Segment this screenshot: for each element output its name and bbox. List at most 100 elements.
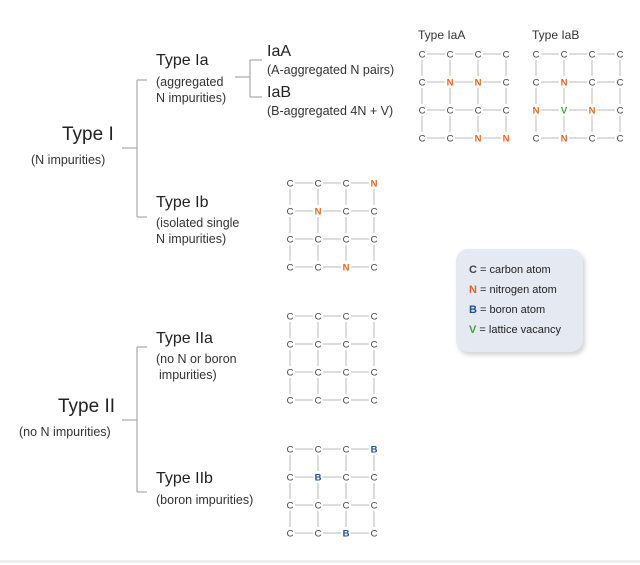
atom-c: C (371, 340, 378, 351)
atom-c: C (343, 235, 350, 246)
bottom-divider (0, 560, 640, 563)
atom-c: C (315, 179, 322, 190)
atom-c: C (315, 501, 322, 512)
legend-text: = lattice vacancy (479, 324, 562, 336)
atom-n: N (475, 134, 482, 145)
atom-c: C (371, 263, 378, 274)
atom-c: C (589, 50, 596, 61)
atom-c: C (343, 445, 350, 456)
atom-c: C (343, 340, 350, 351)
atom-c: C (589, 134, 596, 145)
atom-n: N (475, 78, 482, 89)
atom-b: B (343, 529, 350, 540)
atom-c: C (287, 235, 294, 246)
atom-c: C (617, 78, 624, 89)
type-ia-sub: (aggregated N impurities) (156, 75, 227, 105)
atom-c: C (343, 179, 350, 190)
type-i-label: Type I (62, 124, 114, 145)
grid-title-iaa: Type IaA (418, 28, 466, 42)
atom-n: N (343, 263, 350, 274)
atom-c: C (503, 78, 510, 89)
atom-c: C (343, 207, 350, 218)
atom-c: C (315, 529, 322, 540)
legend-text: = nitrogen atom (480, 284, 557, 296)
type-ii-label: Type II (58, 396, 116, 417)
lattice-bonds (289, 448, 375, 534)
legend-symbol: V (469, 324, 477, 336)
legend-item-vacancy: V = lattice vacancy (469, 324, 561, 336)
iab-sub: (B-aggregated 4N + V) (267, 104, 394, 118)
atom-c: C (287, 340, 294, 351)
atom-c: C (371, 235, 378, 246)
atom-c: C (419, 106, 426, 117)
atom-n: N (561, 134, 568, 145)
iaa-sub: (A-aggregated N pairs) (267, 63, 395, 77)
type-ib-label: Type Ib (156, 194, 209, 211)
atom-c: C (315, 396, 322, 407)
lattice-bonds (535, 53, 621, 139)
atom-c: C (419, 78, 426, 89)
atom-c: C (287, 396, 294, 407)
atom-c: C (287, 179, 294, 190)
atom-c: C (287, 445, 294, 456)
atom-c: C (315, 263, 322, 274)
atom-c: C (371, 207, 378, 218)
atom-c: C (533, 78, 540, 89)
legend-text: = boron atom (480, 304, 546, 316)
iaa-label: IaA (267, 43, 292, 60)
type-iia-label: Type IIa (156, 330, 213, 347)
type-iia-sub: (no N or boron impurities) (156, 352, 237, 382)
atom-c: C (371, 501, 378, 512)
atom-c: C (315, 368, 322, 379)
atom-c: C (447, 50, 454, 61)
atom-n: N (447, 78, 454, 89)
atom-c: C (315, 445, 322, 456)
atom-c: C (343, 501, 350, 512)
atom-c: C (371, 368, 378, 379)
legend-box: C = carbon atom N = nitrogen atom B = bo… (456, 249, 583, 352)
atom-n: N (533, 106, 540, 117)
atom-n: N (371, 179, 378, 190)
atom-b: B (315, 473, 322, 484)
atom-c: C (419, 50, 426, 61)
atom-c: C (475, 50, 482, 61)
type-i-sub: (N impurities) (31, 153, 106, 167)
atom-c: C (475, 106, 482, 117)
atom-c: C (617, 50, 624, 61)
atom-c: C (343, 396, 350, 407)
atom-c: C (617, 134, 624, 145)
legend-item-nitrogen: N = nitrogen atom (469, 284, 557, 296)
atom-c: C (315, 312, 322, 323)
atom-c: C (287, 368, 294, 379)
atom-c: C (419, 134, 426, 145)
atom-n: N (503, 134, 510, 145)
atom-c: C (589, 78, 596, 89)
atom-c: C (503, 50, 510, 61)
atom-c: C (371, 529, 378, 540)
atom-c: C (617, 106, 624, 117)
atom-c: C (287, 501, 294, 512)
atom-n: N (315, 207, 322, 218)
atom-c: C (343, 368, 350, 379)
atom-c: C (287, 312, 294, 323)
legend-text: = carbon atom (480, 264, 551, 276)
legend-item-carbon: C = carbon atom (469, 264, 551, 276)
legend-symbol: B (469, 304, 477, 316)
iab-label: IaB (267, 84, 292, 101)
atom-n: N (561, 78, 568, 89)
atom-c: C (447, 106, 454, 117)
lattice-bonds (289, 315, 375, 401)
atom-c: C (287, 473, 294, 484)
type-ia-label: Type Ia (156, 52, 209, 69)
atom-c: C (533, 134, 540, 145)
atom-c: C (503, 106, 510, 117)
atom-c: C (561, 50, 568, 61)
type-iib-label: Type IIb (156, 470, 213, 487)
atom-c: C (315, 235, 322, 246)
